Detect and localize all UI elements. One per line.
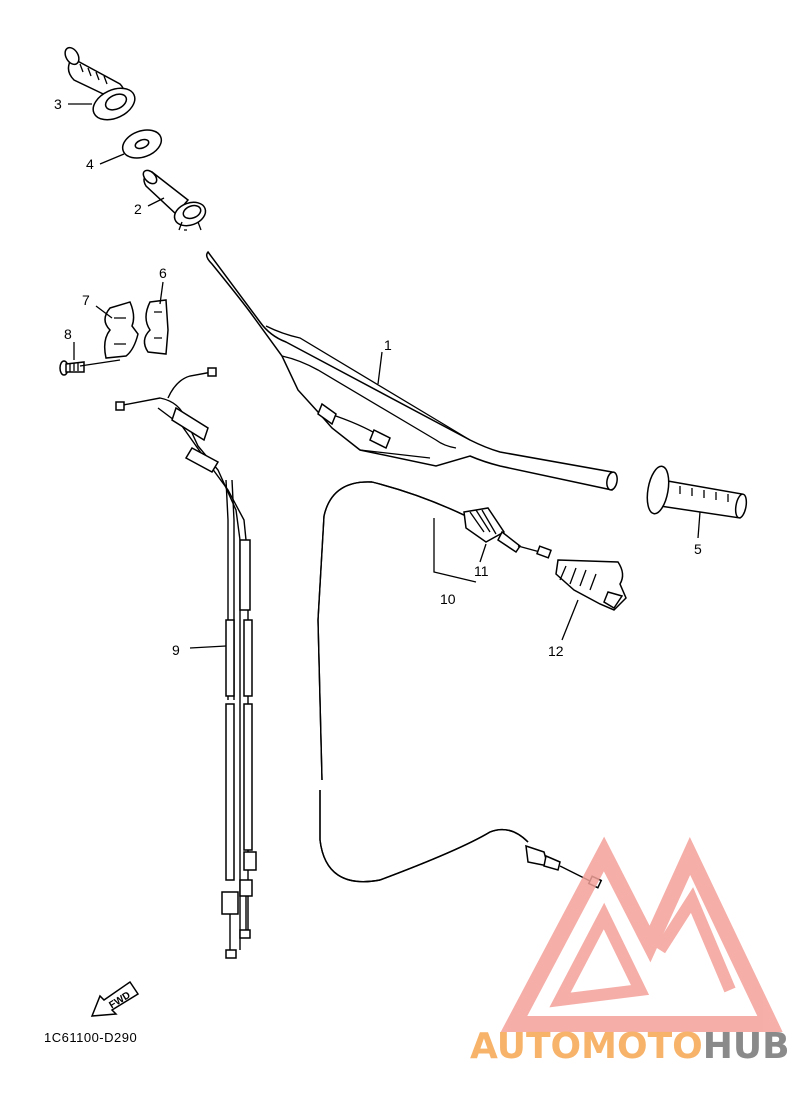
grip-right[interactable] bbox=[644, 465, 748, 519]
fwd-arrow-icon: FWD bbox=[90, 980, 140, 1017]
part-label-2: 2 bbox=[134, 201, 142, 217]
clamp-holder-upper[interactable] bbox=[143, 299, 169, 355]
watermark-logo-icon bbox=[500, 836, 783, 1032]
bolt[interactable] bbox=[59, 360, 85, 376]
washer[interactable] bbox=[119, 125, 165, 163]
part-label-4: 4 bbox=[86, 156, 94, 172]
part-label-6: 6 bbox=[159, 265, 167, 281]
document-code: 1C61100-D290 bbox=[44, 1030, 137, 1045]
part-label-12: 12 bbox=[548, 643, 564, 659]
part-label-3: 3 bbox=[54, 96, 62, 112]
leader-lines bbox=[68, 103, 701, 649]
grip-left[interactable] bbox=[62, 45, 140, 126]
watermark-brand: AUTOMOTOHUB bbox=[470, 1026, 790, 1067]
clutch-cable[interactable] bbox=[317, 481, 603, 889]
clamp-holder-lower[interactable] bbox=[103, 301, 139, 359]
watermark-brand-part2: HUB bbox=[703, 1026, 790, 1067]
part-labels: 1 2 3 4 5 6 7 8 9 10 11 12 bbox=[54, 96, 702, 659]
throttle-cables[interactable] bbox=[115, 367, 257, 959]
part-label-9: 9 bbox=[172, 642, 180, 658]
cable-boot[interactable] bbox=[555, 559, 627, 611]
watermark-brand-part1: AUTOMOTO bbox=[470, 1026, 703, 1067]
handlebar[interactable] bbox=[205, 250, 619, 491]
part-label-11: 11 bbox=[474, 563, 489, 579]
part-label-10: 10 bbox=[440, 591, 456, 607]
part-label-8: 8 bbox=[64, 326, 72, 342]
part-label-7: 7 bbox=[82, 292, 90, 308]
throttle-grip[interactable] bbox=[141, 168, 209, 231]
part-label-5: 5 bbox=[694, 541, 702, 557]
part-label-1: 1 bbox=[384, 337, 392, 353]
